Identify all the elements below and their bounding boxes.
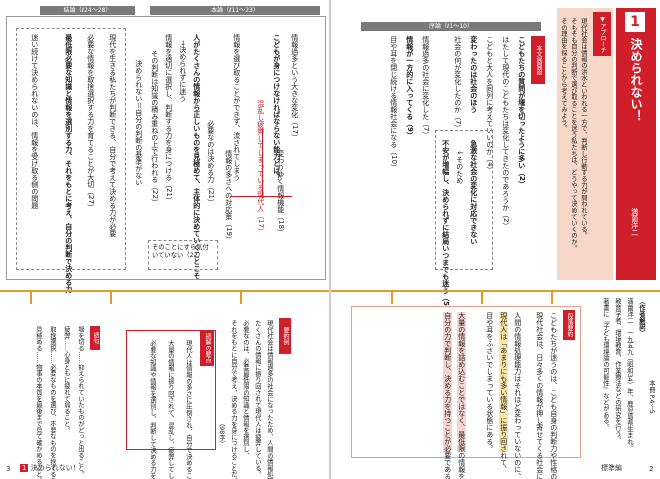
left-page: 結論（ℓ24～28） 本論（ℓ11～23） 情報過多という大きな変化（17） こ… [0,0,329,479]
summary-key-2: 自分の力で判断し、決める力を持つことが必要である。 [443,312,452,479]
summary-mid-2: 現代人は「あまりにも多い情報」に振り回されて、 [499,312,508,473]
timeline-tick [551,290,553,304]
reading-point-2: 大量の情報に振り回されて、混乱し、疲弊してしまう。 [166,340,174,479]
approach-line-2: そもそも自分の判断で選び取ることを迷う私たちは、どうやって決めていくのか。 [569,18,577,252]
ketsuron-line-1: 現代を生きる私たちが判断できる、自分で考えて決める力が必要 [108,34,117,237]
unit-title-sidebar: 1 決められない！ 満薗洋二 [616,8,656,280]
reading-point-3: 必要な知識や情報を選別し、判断して決める力を身につけることが大切である。 [148,340,156,479]
honron-line-1: 情報過多という大きな変化（17） [290,34,299,141]
honron-line-4: 変わりゆく情報機能（18） [276,150,285,236]
summary-intro-2: 現代社会は、日々多くの情報が押し寄せてくる社会に変化したからである。 [535,312,544,479]
approach-line-3: その理由を探ることから考えてみよう。 [559,18,567,132]
intro-line-10: 情報が一方的に入ってくる（9） [405,36,414,139]
connector-line [230,196,292,197]
timeline-line [0,290,329,292]
ketsuron-line-4: 迷い続けて決められないのは、情報を受け取る側の問題 [30,34,39,209]
unit-title: 決められない！ [629,38,643,122]
summary-intro-1: こどもたちが迷うのは、こども自身の判断力や性格の変化によるものではない。 [549,312,558,479]
timeline-tick [481,290,483,304]
vocab-tag: 語句 [90,326,100,350]
timeline-tick [391,290,393,304]
vocab-item-3: 取捨選択……必要なものを選び、不要なものを捨てること。 [48,326,56,479]
summary-mid-3: 目や耳をふさいでしまっている状態にある。 [485,312,494,452]
conclusion-frame [16,28,126,270]
right-page: 1 決められない！ 満薗洋二 ▼アプローチ 現代社会は情報の洪水といわれる一方で… [331,0,660,479]
intro-header-bar: 序論（ℓ1～10） [361,22,541,31]
intro-line-1: こどもたちの質問が堰を切ったように多い（2） [517,36,526,188]
author-note-line-2: 教育学者、環境教育、作業療法などの研究を行う。 [613,298,621,443]
approach-panel: ▼アプローチ 現代社会は情報の洪水といわれる一方で、判断し行動する力が問われてい… [557,8,613,280]
honron-line-13: 決められない＝自分の判断の基準がない [134,60,143,186]
intro-line-11: 目や耳を閉じ続ける情報社会になる（10） [389,36,398,171]
paragraph-summary-box [351,306,581,458]
awareness-box [148,240,218,270]
intro-line-2: はたして現代のこどもたちは変化してきたのであろうか（2） [501,36,510,230]
author-name: 満薗洋二 [630,208,639,236]
summary-line-4: それをもとに自分で考え、決める力を身につけることだ。 [229,320,237,479]
ketsuron-line-2: 必要な情報を取捨選択する力を育てることが大切（27） [86,34,95,211]
intro-line-7: ↓そのため [455,150,464,184]
summary-line-2: たくさんの情報に振り回されて現代人は疲弊している。 [253,320,261,478]
summary-mid-1: 人間の情報処理能力はそれほど変わっていないのに、 [513,312,522,479]
intro-line-8: 不安が増幅し、決められずに結局いつまでも迷う（5） [441,140,450,313]
honron-line-8: 人がたくさんの情報から正しいものを見極めて、主体的に決めていくことこそ [192,34,201,279]
page-number-right: 2 [649,465,654,473]
timeline-tick [240,290,242,304]
intro-line-4: 変わったのは社会のほう [469,36,478,113]
summary-example-tag: 要約例 [279,318,291,354]
intro-line-6: 急激な社会の変化に対応できない [469,140,478,245]
page-footer-title: 1 決められない！ [20,464,80,472]
page-number-left: 3 [6,465,11,473]
side-reference: 本冊 P.4〜5 [647,380,655,414]
vocab-item-4: 見極める……物事の本質を最後まで見て確かめること。 [34,326,42,479]
author-note-line-3: 著書に『子ども環境論の可能性』などがある。 [601,298,609,431]
timeline-line [331,290,660,292]
reading-points-tag: 読解の要点 [200,330,214,366]
summary-key-1: 大量の情報を詰め込むことではなく、最低限の情報を取捨選択し、 [457,312,466,479]
approach-label: ▼アプローチ [593,12,611,56]
honron-line-3: 混乱し疲弊してしまっている現代人（17） [256,100,265,235]
development-chart-tag: 本文展開図 [531,36,545,84]
honron-line-7: 必要なのは決める力（21） [206,120,215,206]
paragraph-summary-tag: 段落要約 [563,310,575,340]
keyword-frame [435,130,493,270]
timeline-tick [110,290,112,304]
conclusion-header-bar: 結論（ℓ24～28） [40,6,135,15]
approach-line-1: 現代社会は情報の洪水といわれる一方で、判断し行動する力が問われている。 [579,18,587,239]
honron-line-10: 情報を適切に選択し、判断する力を身につける（21） [164,34,173,204]
unit-number: 1 [625,12,645,32]
author-note-line-1: 満薗洋二 一九五九（昭和34）年、鹿児島県生まれ。 [625,298,633,451]
honron-line-11: その判断は知識の積み重ねの上で行われる（22） [150,50,159,206]
timeline-tick [30,290,32,304]
vocab-item-1: 堰を切る……抑えられていたものがどっと出ること。 [76,326,84,478]
honron-line-5: 情報を選び取ることができず、流されてしまう [232,34,241,181]
intro-line-3: こどもと大人を同列に考えていいのか（4） [485,36,494,174]
honron-line-6: 情報の多さへの対応策（19） [224,150,233,243]
ketsuron-line-3: 最低限必要な知識と情報を選別する力、それをもとに考え、自分の判断で決める力 [64,34,73,293]
footer-label: 標準編 [601,464,622,472]
development-chart-panel [6,16,326,280]
honron-line-2: こどもが身につけなければならない能力とは？ [272,34,281,181]
reading-point-1: 現代人は情報の多さに圧倒され、自分で決めることができずにいる。 [184,340,192,479]
honron-line-9: →決められずに迷う [178,40,187,102]
summary-line-3: 必要なのは、必要最低限の知識と情報を選別し、 [241,320,249,459]
intro-line-9: 情報過多の社会に変化した（7） [421,36,430,139]
awareness-text: そのことにすら気付いていない（22） [152,244,209,260]
vocab-item-2: 疲弊……心身ともに疲れて弱ること。 [62,326,70,434]
intro-line-5: 社会の何が変化したのか（7） [453,36,462,132]
summary-count: （98字） [217,420,225,447]
body-header-bar: 本論（ℓ11～23） [150,6,320,15]
author-note-label: 〈作者解説〉 [637,298,645,336]
connector-line [262,128,263,198]
summary-line-1: 現代社会は情報過多の社会になったため、人間の情報処理能力を超えている。 [265,320,273,479]
